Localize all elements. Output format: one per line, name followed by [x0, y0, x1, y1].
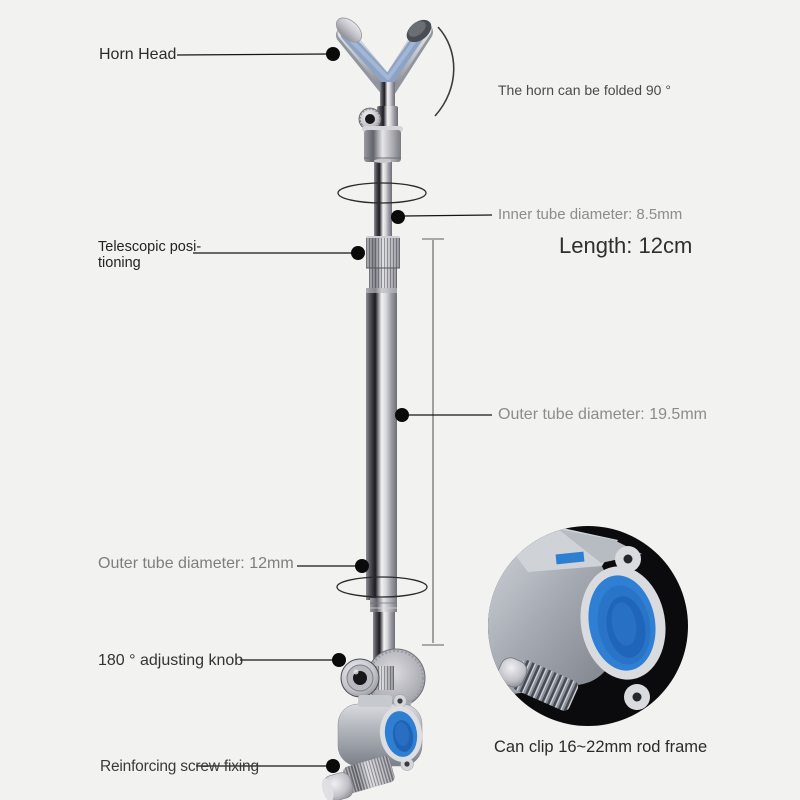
- adjusting-knob-graphic: [340, 648, 426, 722]
- hinge-joint-graphic: [358, 106, 403, 162]
- telescopic-label-line2: tioning: [98, 255, 141, 271]
- telescopic-label-line1: Telescopic posi-: [98, 239, 202, 255]
- rotation-ellipse-upper: [337, 182, 427, 204]
- telescopic-label: Telescopic posi- tioning: [98, 239, 201, 271]
- screw-fixing-label: Reinforcing screw fixing: [100, 758, 259, 775]
- outer-tube-graphic: [366, 288, 397, 600]
- horn-head-graphic: [335, 17, 433, 110]
- callout-line-horn-head: [176, 53, 328, 56]
- outer-tube-upper-label: Outer tube diameter: 19.5mm: [498, 406, 707, 423]
- callout-dot-screw-fixing: [326, 759, 340, 773]
- length-label: Length: 12cm: [559, 233, 693, 258]
- adjusting-knob-label: 180 ° adjusting knob: [98, 652, 244, 669]
- clamp-detail-inset: [488, 526, 688, 726]
- callout-dot-telescopic: [351, 246, 365, 260]
- telescopic-collar-graphic: [366, 236, 400, 290]
- outer-tube-lower-label: Outer tube diameter: 12mm: [98, 555, 294, 572]
- callout-dot-inner-tube: [391, 210, 405, 224]
- horn-left-tip: [335, 17, 363, 43]
- rod-clamp-graphic: [337, 694, 423, 771]
- length-dimension-line: [422, 238, 444, 646]
- callout-dot-outer-tube-upper: [395, 408, 409, 422]
- callout-line-inner-tube: [403, 214, 493, 217]
- callout-dot-adjusting-knob: [332, 653, 346, 667]
- horn-head-label: Horn Head: [99, 46, 177, 63]
- fold-arc: [434, 26, 455, 117]
- clip-range-label: Can clip 16~22mm rod frame: [494, 738, 708, 756]
- lower-tube-graphic: [370, 598, 397, 660]
- callout-dot-horn-head: [326, 47, 340, 61]
- rotation-ellipse-lower: [336, 576, 428, 598]
- inner-tube-label: Inner tube diameter: 8.5mm: [498, 206, 683, 223]
- fold-note-label: The horn can be folded 90 °: [498, 82, 671, 98]
- reinforcing-screw-graphic: [321, 755, 395, 800]
- callout-dot-outer-tube-lower: [355, 559, 369, 573]
